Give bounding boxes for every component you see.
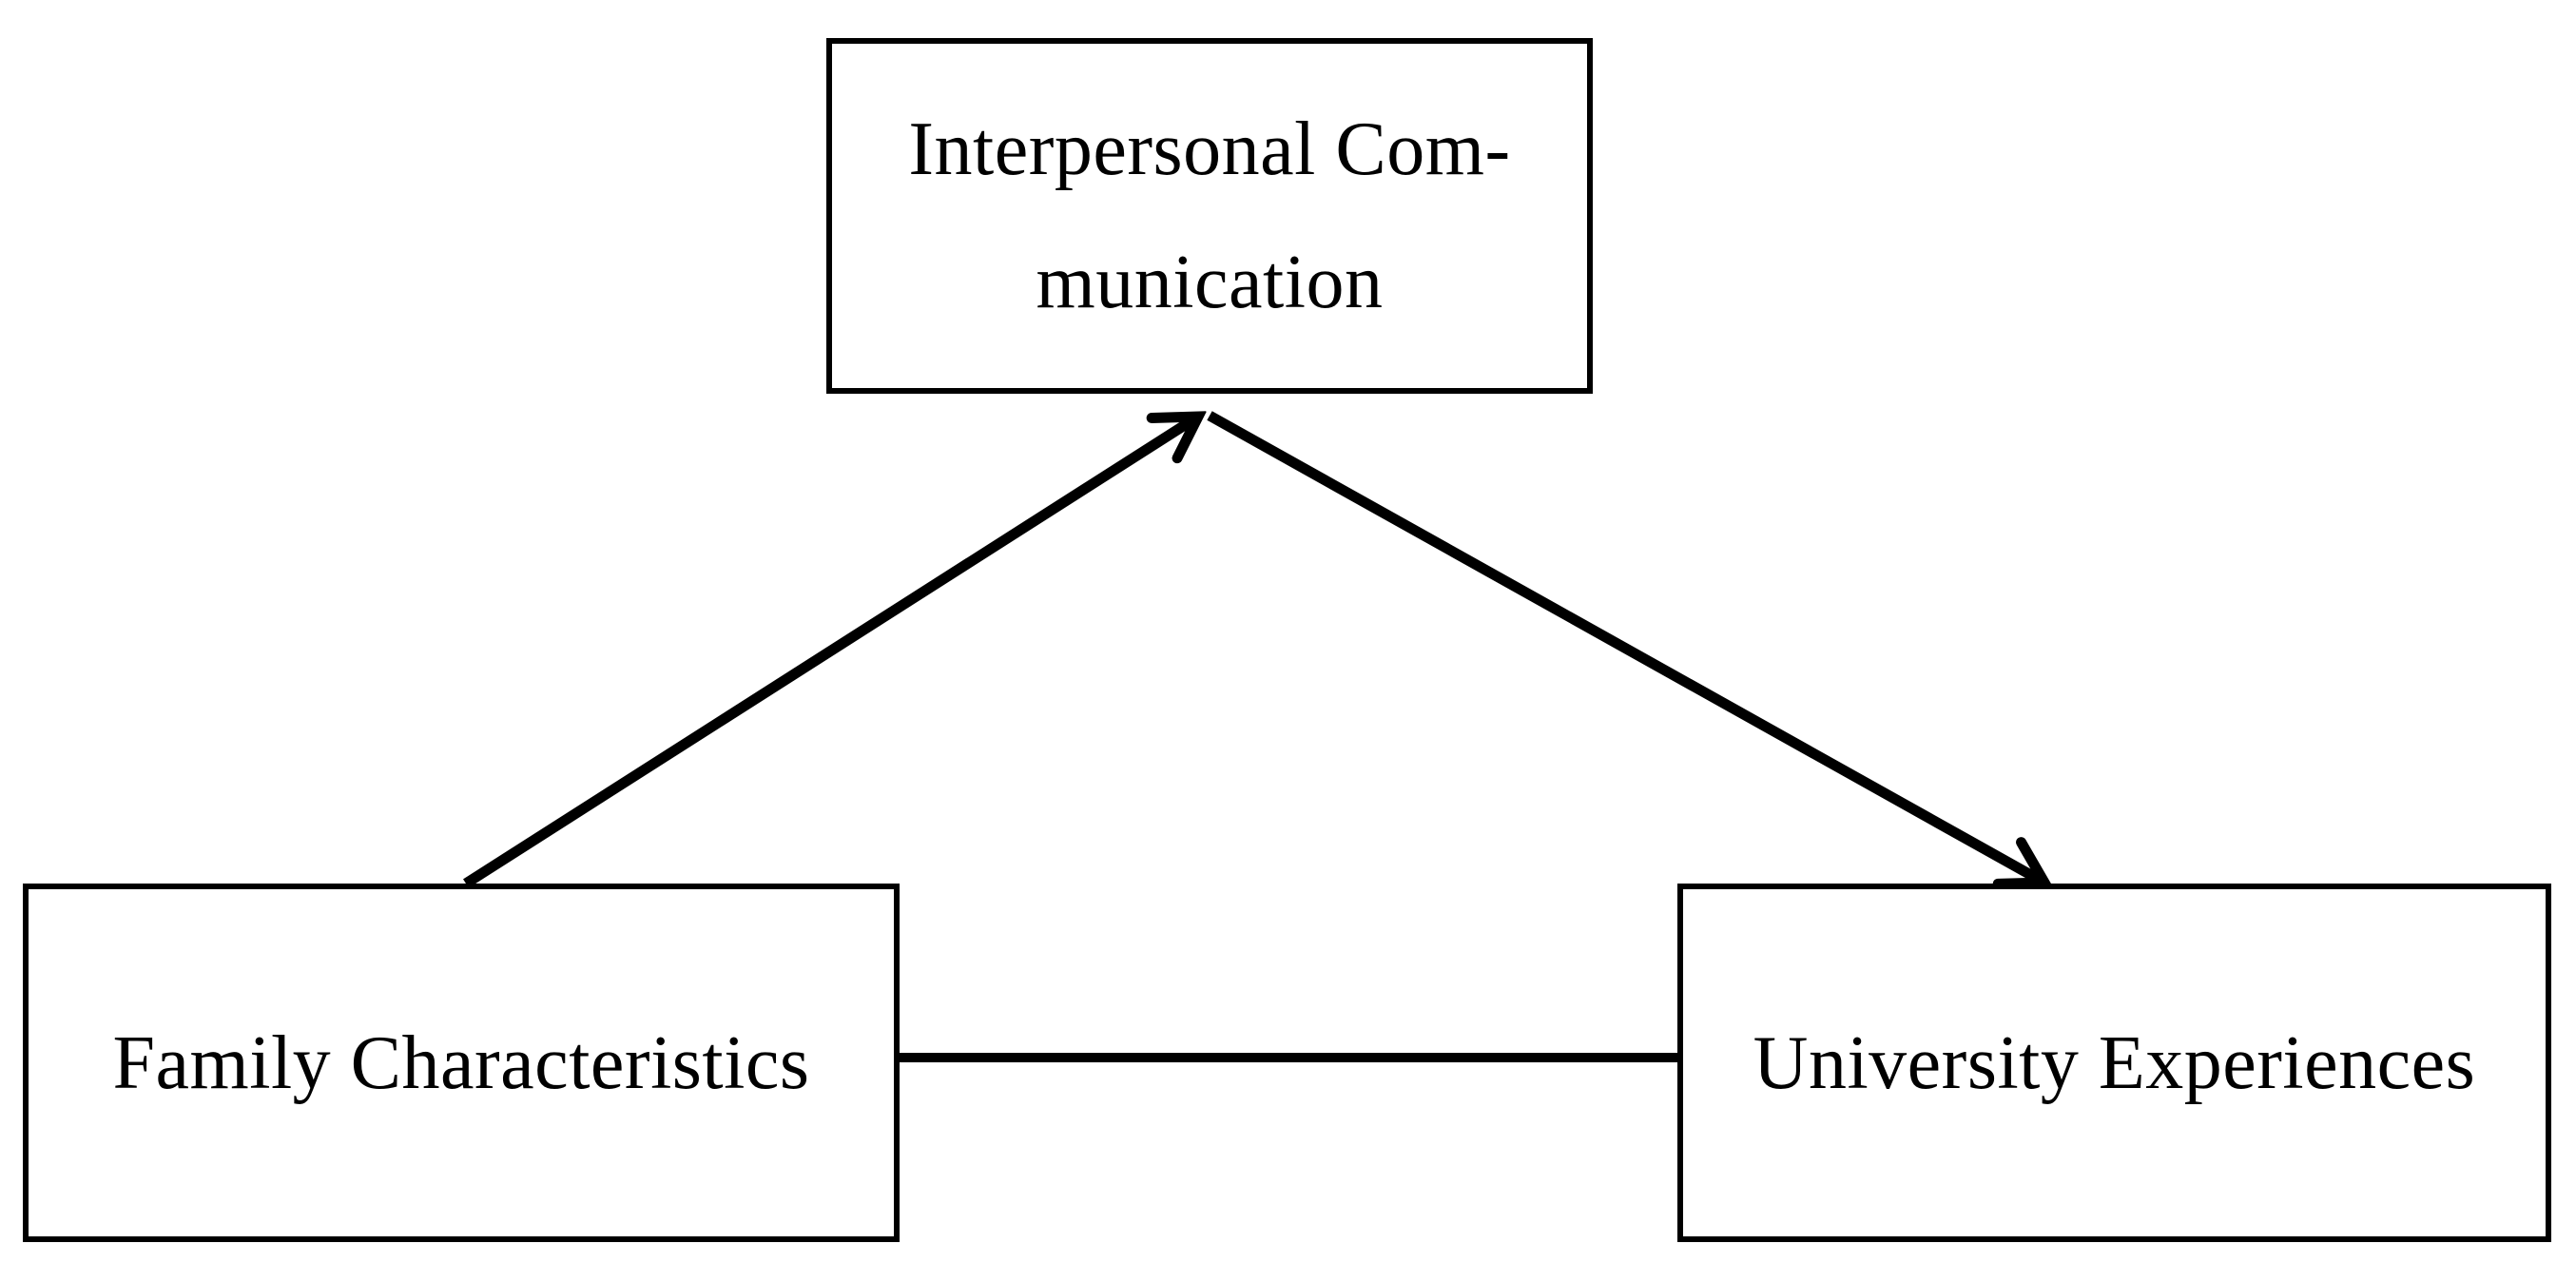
node-university-experiences-label: University Experiences xyxy=(1753,1020,2476,1105)
node-family-characteristics-label: Family Characteristics xyxy=(112,1020,810,1105)
edge-interpersonal-to-university-arrow xyxy=(1207,411,2044,883)
node-university-experiences: University Experiences xyxy=(1677,884,2551,1242)
node-interpersonal-communication: Interpersonal Com- munication xyxy=(826,38,1593,394)
node-family-characteristics: Family Characteristics xyxy=(23,884,900,1242)
edge-family-to-interpersonal-arrow xyxy=(463,417,1198,888)
node-interpersonal-communication-label: Interpersonal Com- munication xyxy=(908,107,1511,324)
